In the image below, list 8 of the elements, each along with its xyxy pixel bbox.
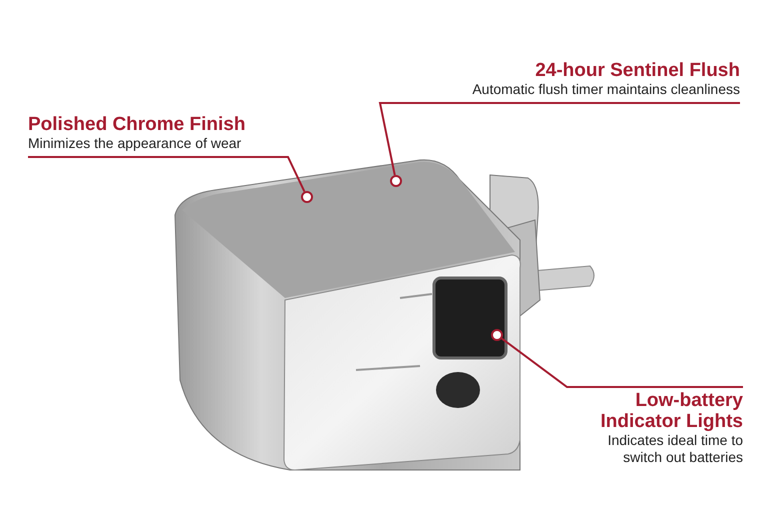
leader-line (501, 338, 743, 388)
callout-heading: Low-battery Indicator Lights (600, 390, 743, 432)
callout-description: Indicates ideal time to switch out batteries (606, 432, 743, 466)
leader-line (378, 102, 740, 176)
callout-description: Automatic flush timer maintains cleanliness (471, 81, 740, 98)
callout-description: Minimizes the appearance of wear (28, 135, 242, 152)
callout-heading: 24-hour Sentinel Flush (534, 60, 740, 81)
callout-heading: Polished Chrome Finish (28, 114, 246, 135)
